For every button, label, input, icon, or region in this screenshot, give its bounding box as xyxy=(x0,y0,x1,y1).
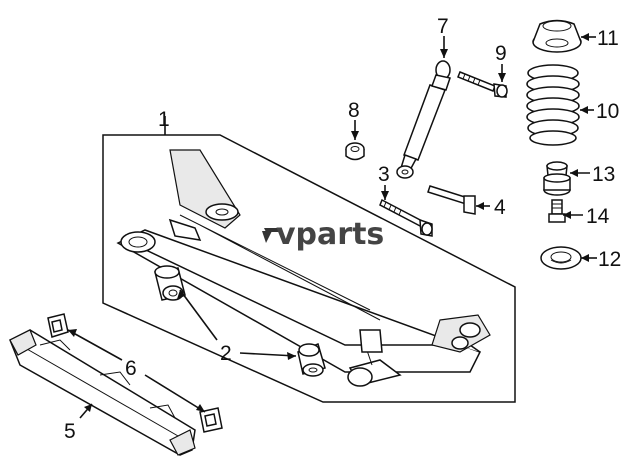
watermark: vparts xyxy=(262,217,384,252)
callout-5: 5 xyxy=(64,420,76,443)
leader-2b xyxy=(239,352,297,357)
callout-13: 13 xyxy=(592,163,615,186)
cover-clip-left xyxy=(47,313,69,338)
axle-cover xyxy=(9,329,196,456)
callout-2: 2 xyxy=(220,342,232,365)
callout-10: 10 xyxy=(596,100,619,123)
bump-stop-bolt xyxy=(548,199,566,223)
callout-9: 9 xyxy=(495,42,507,65)
callout-14: 14 xyxy=(586,205,610,228)
callout-4: 4 xyxy=(494,196,506,219)
leader-2a xyxy=(179,289,218,341)
arrowheads xyxy=(68,33,589,412)
callout-3: 3 xyxy=(378,163,390,186)
cover-clip-right xyxy=(199,407,223,433)
leader-6b xyxy=(144,374,206,413)
bump-stop xyxy=(543,161,571,196)
upper-spring-insulator xyxy=(532,19,582,53)
shock-lower-bolt xyxy=(379,198,433,237)
shock-mount-nut xyxy=(345,142,365,161)
lower-spring-insulator xyxy=(540,246,582,270)
rear-axle-beam xyxy=(116,149,491,387)
callout-6: 6 xyxy=(125,357,137,380)
callout-12: 12 xyxy=(598,248,621,271)
callout-7: 7 xyxy=(437,15,449,38)
watermark-text: vparts xyxy=(276,217,384,252)
leader-6a xyxy=(67,329,123,361)
axle-pin-bolt xyxy=(427,185,476,215)
coil-spring xyxy=(526,64,580,146)
shock-absorber xyxy=(396,60,451,179)
callout-8: 8 xyxy=(348,99,360,122)
shock-upper-bolt xyxy=(457,71,508,98)
callout-11: 11 xyxy=(597,27,619,50)
callout-1: 1 xyxy=(158,108,170,131)
axle-bushing-right xyxy=(297,342,326,377)
axle-assembly-frame xyxy=(102,134,516,403)
